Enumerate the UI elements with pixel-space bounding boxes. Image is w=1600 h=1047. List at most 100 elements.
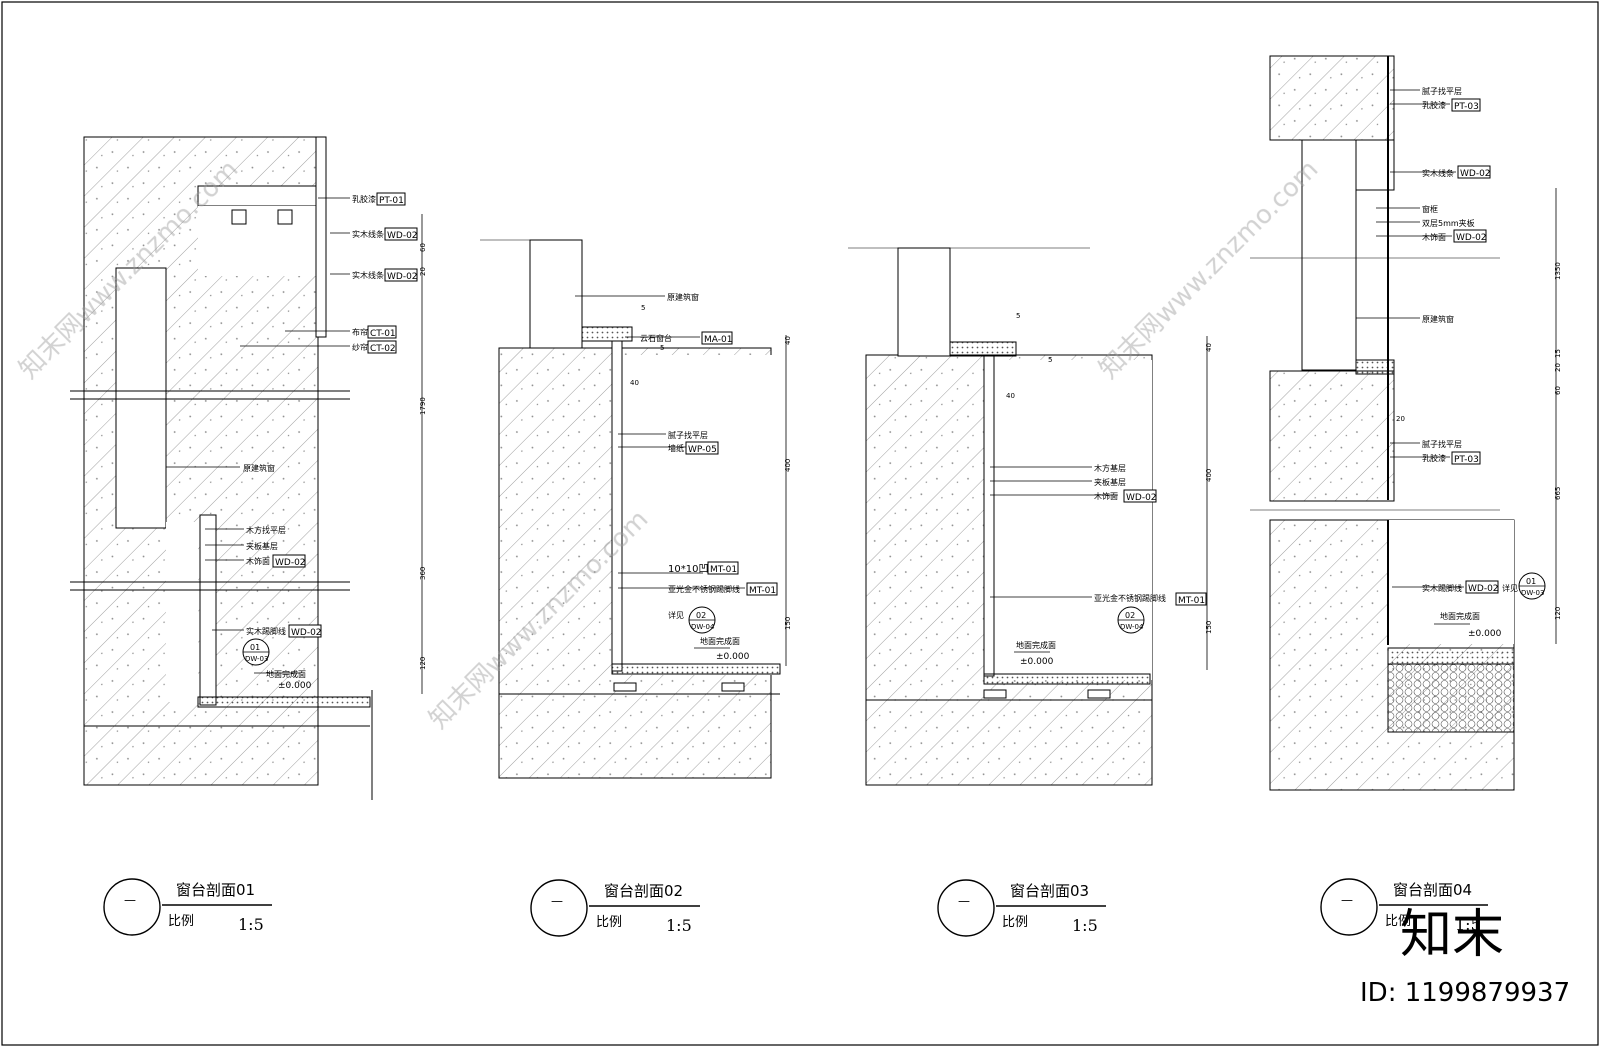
label: 原建筑窗 [1422, 314, 1454, 324]
code-box [701, 331, 733, 345]
detail-ref-bottom: DW-04 [1120, 623, 1144, 631]
material-code: PT-03 [1454, 455, 1479, 465]
dimension: 60 [1554, 386, 1562, 395]
floor-batten [613, 682, 637, 692]
sill [1355, 359, 1395, 375]
section-title: 窗台剖面03 [1010, 882, 1089, 900]
label: 夹板基层 [246, 541, 278, 551]
floor-batten [983, 689, 1007, 699]
label: 实木线条 [352, 229, 384, 239]
code-box [367, 325, 397, 339]
label: 地面完成面 [1016, 640, 1056, 650]
label: 木饰面 [1094, 491, 1118, 501]
curtain-cavity [198, 206, 320, 276]
label: 实木踢脚线 [1422, 583, 1462, 593]
material-code: WD-02 [291, 628, 322, 638]
floor-finish [197, 696, 371, 708]
material-code: WD-02 [387, 272, 418, 282]
label: 腻子找平层 [1422, 86, 1462, 96]
dimension: 400 [1205, 469, 1213, 482]
dimension: 60 [419, 243, 427, 252]
dimension: 20 [1554, 363, 1562, 372]
label: 10*10凹槽 [668, 562, 718, 575]
code-box [1451, 98, 1481, 112]
wood-panel [983, 355, 995, 677]
label: 地面完成面 [1440, 611, 1480, 621]
window-frame [529, 239, 583, 349]
dimension: 40 [1205, 343, 1213, 352]
section-title: 窗台剖面01 [176, 881, 255, 899]
label: 云石窗台 [640, 333, 672, 343]
section-01: 乳胶漆 实木线条 实木线条 布帘 纱帘 原建筑窗 木方找平层 夹板基层 木饰面 … [70, 136, 427, 800]
dimension: 20 [419, 267, 427, 276]
label: 乳胶漆 [1422, 453, 1446, 463]
detail-ref-top: 01 [1526, 577, 1536, 586]
label: 亚光金不锈钢踢脚线 [1094, 593, 1166, 603]
dimension: 5 [641, 304, 645, 312]
detail-ref-top: 02 [696, 611, 706, 620]
elevation-mark: ±0.000 [1020, 657, 1054, 667]
detail-ref-bottom: DW-04 [691, 623, 715, 631]
label: 乳胶漆 [1422, 100, 1446, 110]
elevation-mark: ±0.000 [1468, 629, 1502, 639]
label: 原建筑窗 [243, 463, 275, 473]
material-code: MT-01 [1178, 596, 1205, 606]
sill [949, 341, 1017, 357]
dimension: 20 [1396, 415, 1405, 423]
marble-sill [581, 326, 633, 342]
label: 木方找平层 [246, 525, 286, 535]
code-box [376, 192, 406, 206]
material-code: PT-03 [1454, 102, 1479, 112]
code-box [1175, 592, 1207, 606]
scale-label: 比例 [1385, 914, 1411, 929]
scale-label: 比例 [1002, 915, 1028, 930]
material-code: WD-02 [1468, 584, 1499, 594]
label: 详见 [668, 610, 684, 620]
material-code: MA-01 [704, 335, 732, 345]
label: 地面完成面 [700, 636, 740, 646]
title-circle [530, 879, 588, 937]
material-code: WD-02 [1460, 169, 1491, 179]
wood-panel [199, 514, 217, 706]
label: 腻子找平层 [668, 430, 708, 440]
detail-ref-bottom: DW-03 [245, 655, 268, 663]
label: 腻子找平层 [1422, 439, 1462, 449]
material-code: MT-01 [749, 586, 776, 596]
dimension: 40 [784, 336, 792, 345]
material-code: MT-01 [710, 565, 737, 575]
code-box [1465, 580, 1499, 594]
material-code: WD-02 [1126, 493, 1157, 503]
scale-value: 1:5 [238, 915, 264, 934]
dimension: 40 [630, 379, 639, 387]
code-box [685, 441, 719, 455]
watermark-id: ID: 1199879937 [1360, 978, 1570, 1008]
dimension: 1790 [419, 397, 427, 415]
material-code: WD-02 [275, 558, 306, 568]
watermark-logo: 知末 [1400, 905, 1504, 965]
label: 窗框 [1422, 204, 1438, 214]
label: 实木踢脚线 [246, 626, 286, 636]
dimension: 150 [1205, 621, 1213, 634]
title-circle [937, 879, 995, 937]
curtain-track-icon [231, 209, 247, 225]
label: 地面完成面 [266, 669, 306, 679]
dimension: 150 [784, 617, 792, 630]
label: 详见 [1502, 583, 1518, 593]
scale-value: 1:5 [666, 916, 692, 935]
title-block-04: — 窗台剖面04 比例 1:5 [1320, 878, 1488, 936]
code-box [367, 340, 397, 354]
title-circle-symbol: — [551, 894, 563, 908]
code-box [746, 582, 778, 596]
label: 木方基层 [1094, 463, 1126, 473]
section-04: 腻子找平层 乳胶漆 实木线条 窗框 双层5mm夹板 木饰面 原建筑窗 腻子找平层… [1250, 55, 1562, 791]
title-circle-symbol: — [1341, 893, 1353, 907]
floor-finish [611, 663, 781, 675]
title-block-02: — 窗台剖面02 比例 1:5 [530, 879, 700, 937]
scale-label: 比例 [168, 914, 194, 929]
scale-value: 1:5 [1455, 915, 1481, 934]
dimension: 400 [784, 459, 792, 472]
dimension: 360 [419, 567, 427, 580]
code-box [384, 268, 418, 282]
